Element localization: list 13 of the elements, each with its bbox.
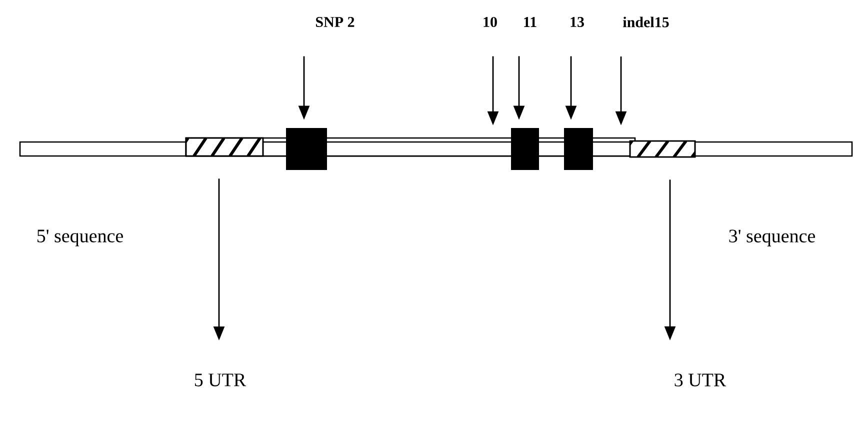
snp-label: indel15 xyxy=(623,16,669,28)
snp-label: 10 xyxy=(484,16,497,28)
exon-box xyxy=(511,128,539,170)
exon-box xyxy=(286,128,327,170)
snp-label: 11 xyxy=(524,17,536,27)
snp-label: 13 xyxy=(570,16,584,28)
sequence-label: 5' sequence xyxy=(37,230,123,246)
region-label: 5 UTR xyxy=(194,374,246,386)
exon-box xyxy=(564,128,593,170)
region-label: 3 UTR xyxy=(674,374,726,386)
sequence-label: 3' sequence xyxy=(729,230,815,246)
snp-label: SNP 2 xyxy=(316,16,354,28)
utr-box xyxy=(185,137,264,157)
